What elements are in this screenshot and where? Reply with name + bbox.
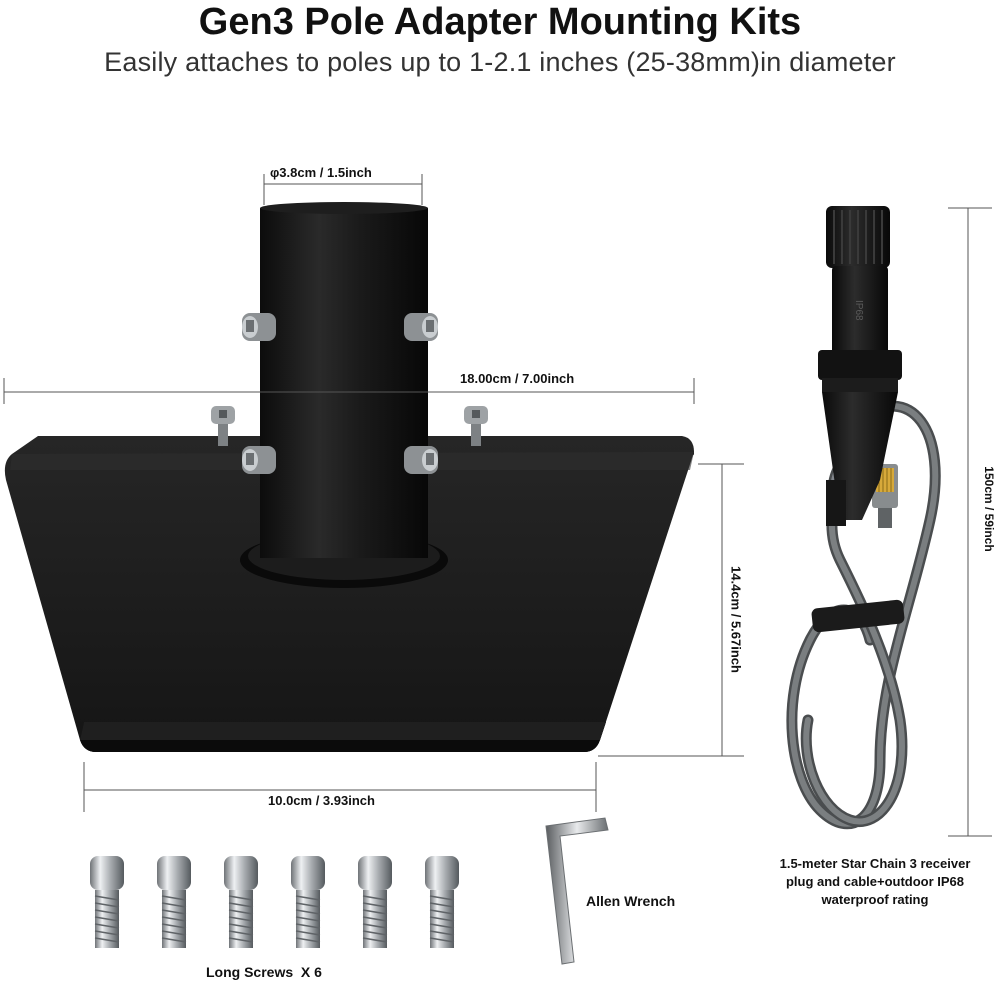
set-screw (242, 313, 276, 341)
long-screws-set (90, 856, 459, 948)
connector-marking: IP68 (853, 300, 864, 321)
long-screw (157, 856, 191, 948)
plate-depth-label: 14.4cm / 5.67inch (728, 566, 744, 673)
page-title: Gen3 Pole Adapter Mounting Kits (198, 1, 802, 43)
receiver-cable (786, 206, 941, 830)
plate-front-width-label: 10.0cm / 3.93inch (268, 793, 375, 808)
plate-bolts (211, 406, 488, 446)
long-screw (90, 856, 124, 948)
page-subtitle: Easily attaches to poles up to 1-2.1 inc… (104, 47, 896, 77)
set-screw (404, 446, 438, 474)
cable-caption: 1.5-meter Star Chain 3 receiver plug and… (779, 856, 971, 907)
long-screw (291, 856, 325, 948)
plate-width-label: 18.00cm / 7.00inch (460, 371, 575, 386)
cable-length-label: 150cm / 59inch (982, 466, 996, 552)
mounting-plate (4, 436, 695, 752)
pole-tube (240, 202, 448, 588)
ip68-connector (818, 206, 902, 526)
long-screws-label: Long Screws X 6 (206, 964, 322, 980)
long-screw (425, 856, 459, 948)
pole-diameter-label: φ3.8cm / 1.5inch (270, 165, 372, 180)
plate-bolt (464, 406, 488, 446)
dimension-lines (3, 174, 992, 837)
plate-bolt (211, 406, 235, 446)
set-screw (404, 313, 438, 341)
allen-wrench-label: Allen Wrench (586, 893, 676, 909)
long-screw (224, 856, 258, 948)
pole-set-screws (242, 313, 438, 474)
long-screw (358, 856, 392, 948)
set-screw (242, 446, 276, 474)
allen-wrench (545, 817, 609, 965)
